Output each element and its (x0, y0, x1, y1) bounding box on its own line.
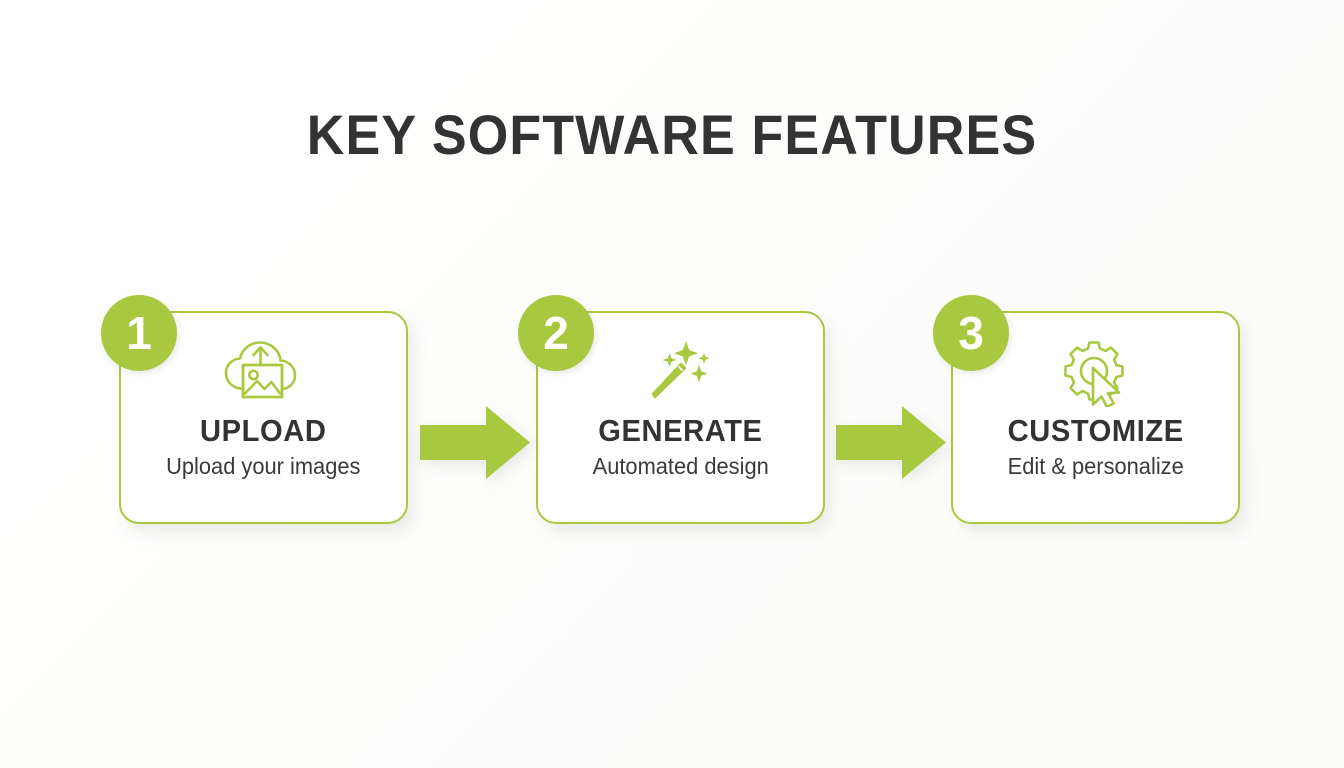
step-title: UPLOAD (200, 413, 327, 448)
page-title: KEY SOFTWARE FEATURES (306, 103, 1038, 166)
step-number-badge-2: 2 (518, 295, 594, 371)
step-number-badge-1: 1 (101, 295, 177, 371)
arrow-right-icon (420, 406, 530, 479)
gear-cursor-icon (1046, 335, 1146, 407)
step-card-upload[interactable]: UPLOAD Upload your images (119, 311, 408, 524)
step-card-content: GENERATE Automated design (538, 313, 823, 522)
arrow-right-icon (836, 406, 946, 479)
step-card-customize[interactable]: CUSTOMIZE Edit & personalize (951, 311, 1240, 524)
step-subtitle: Upload your images (166, 453, 361, 479)
step-subtitle: Edit & personalize (1007, 453, 1184, 479)
cloud-upload-image-icon (214, 335, 314, 407)
magic-wand-sparkles-icon (631, 335, 731, 407)
step-card-content: UPLOAD Upload your images (121, 313, 406, 522)
step-subtitle: Automated design (592, 453, 769, 479)
step-card-content: CUSTOMIZE Edit & personalize (953, 313, 1238, 522)
step-number-badge-3: 3 (933, 295, 1009, 371)
step-title: CUSTOMIZE (1007, 413, 1184, 448)
step-title: GENERATE (598, 413, 763, 448)
